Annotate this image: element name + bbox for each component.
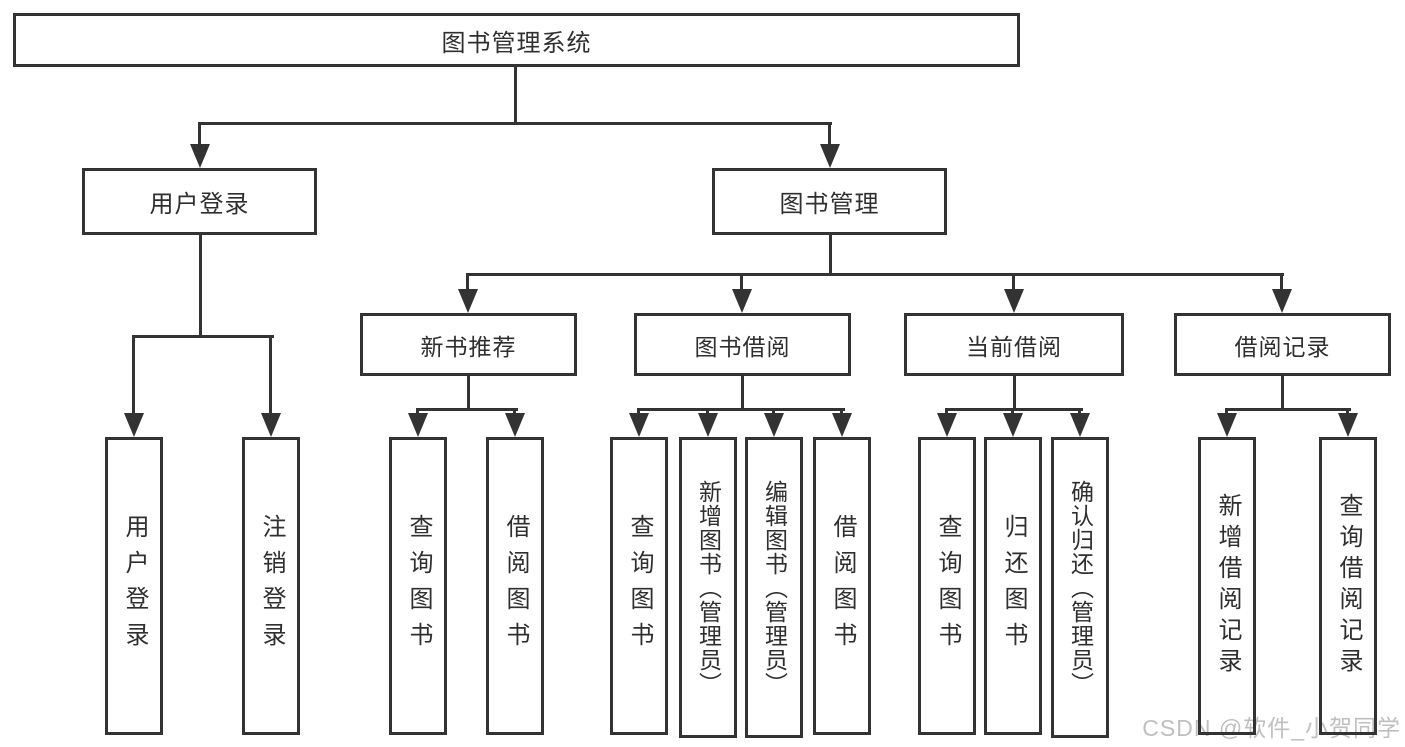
connector-newbook-branch — [417, 408, 518, 411]
arrow-down-icon — [832, 408, 852, 437]
leaf-user-login: 用户登录 — [105, 437, 163, 735]
connector-borrow-trunk — [741, 376, 744, 411]
leaf-label: 查询图书 — [405, 514, 432, 658]
leaf-label: 归还图书 — [1000, 514, 1027, 658]
connector-current-branch — [946, 408, 1083, 411]
arrow-down-icon — [190, 122, 210, 168]
node-user-login: 用户登录 — [82, 168, 317, 235]
leaf-search-borrow-record: 查询借阅记录 — [1319, 437, 1377, 735]
connector-root-trunk — [514, 66, 517, 124]
node-current-borrowing: 当前借阅 — [904, 313, 1124, 376]
arrow-down-icon — [505, 408, 525, 437]
leaf-label: 确认归还（管理员） — [1067, 479, 1094, 696]
leaf-edit-books-admin: 编辑图书（管理员） — [745, 437, 803, 738]
connector-borrow-branch — [638, 408, 845, 411]
arrow-down-icon — [764, 408, 784, 437]
arrow-down-icon — [629, 408, 649, 437]
node-new-book-recommendation: 新书推荐 — [360, 313, 577, 376]
node-root: 图书管理系统 — [13, 13, 1020, 67]
connector-bookmgmt-branch — [467, 273, 1284, 276]
leaf-label: 编辑图书（管理员） — [761, 479, 788, 696]
arrow-down-icon — [820, 122, 840, 168]
leaf-label: 用户登录 — [121, 514, 148, 658]
connector-bookmgmt-trunk — [829, 235, 832, 276]
arrow-down-icon — [1217, 408, 1237, 437]
arrow-down-icon — [1070, 408, 1090, 437]
node-current-borrowing-label: 当前借阅 — [966, 333, 1062, 360]
connector-userlogin-branch — [133, 335, 274, 338]
node-book-borrowing: 图书借阅 — [634, 313, 851, 376]
connector-level1-branch — [199, 122, 832, 125]
arrow-down-icon — [732, 273, 752, 313]
node-book-management-label: 图书管理 — [779, 191, 880, 218]
arrow-down-icon — [1272, 273, 1292, 313]
leaf-add-borrow-record: 新增借阅记录 — [1198, 437, 1256, 735]
node-book-borrowing-label: 图书借阅 — [694, 333, 791, 360]
arrow-down-icon — [1003, 408, 1023, 437]
leaf-borrow-books: 借阅图书 — [813, 437, 871, 735]
leaf-add-books-admin: 新增图书（管理员） — [679, 437, 737, 738]
leaf-search-books-recommend: 查询图书 — [389, 437, 447, 735]
arrow-down-icon — [124, 335, 144, 437]
leaf-label: 查询借阅记录 — [1335, 493, 1362, 679]
arrow-down-icon — [1338, 408, 1358, 437]
connector-records-trunk — [1281, 376, 1284, 411]
leaf-label: 新增图书（管理员） — [695, 479, 722, 696]
leaf-label: 借阅图书 — [502, 514, 529, 658]
leaf-label: 查询图书 — [626, 514, 653, 658]
leaf-label: 查询图书 — [934, 514, 961, 658]
connector-newbook-trunk — [467, 376, 470, 411]
node-borrowing-records: 借阅记录 — [1174, 313, 1391, 376]
connector-userlogin-trunk — [199, 235, 202, 338]
leaf-label: 借阅图书 — [829, 514, 856, 658]
arrow-down-icon — [458, 273, 478, 313]
leaf-confirm-return-admin: 确认归还（管理员） — [1051, 437, 1109, 738]
csdn-watermark: CSDN @软件_小贺同学 — [1142, 715, 1401, 741]
arrow-down-icon — [698, 408, 718, 437]
arrow-down-icon — [1004, 273, 1024, 313]
node-root-label: 图书管理系统 — [441, 29, 592, 57]
node-user-login-label: 用户登录 — [149, 191, 250, 218]
leaf-label: 注销登录 — [258, 514, 285, 658]
node-borrowing-records-label: 借阅记录 — [1234, 333, 1331, 360]
leaf-borrow-books-recommend: 借阅图书 — [486, 437, 544, 735]
arrow-down-icon — [261, 335, 281, 437]
leaf-label: 新增借阅记录 — [1214, 493, 1241, 679]
node-new-book-recommendation-label: 新书推荐 — [420, 333, 517, 360]
leaf-search-books-current: 查询图书 — [918, 437, 976, 735]
leaf-logout: 注销登录 — [242, 437, 300, 735]
leaf-return-books: 归还图书 — [984, 437, 1042, 735]
connector-current-trunk — [1013, 376, 1016, 411]
arrow-down-icon — [937, 408, 957, 437]
arrow-down-icon — [408, 408, 428, 437]
leaf-search-books-borrow: 查询图书 — [610, 437, 668, 735]
node-book-management: 图书管理 — [712, 168, 947, 235]
connector-records-branch — [1226, 408, 1351, 411]
